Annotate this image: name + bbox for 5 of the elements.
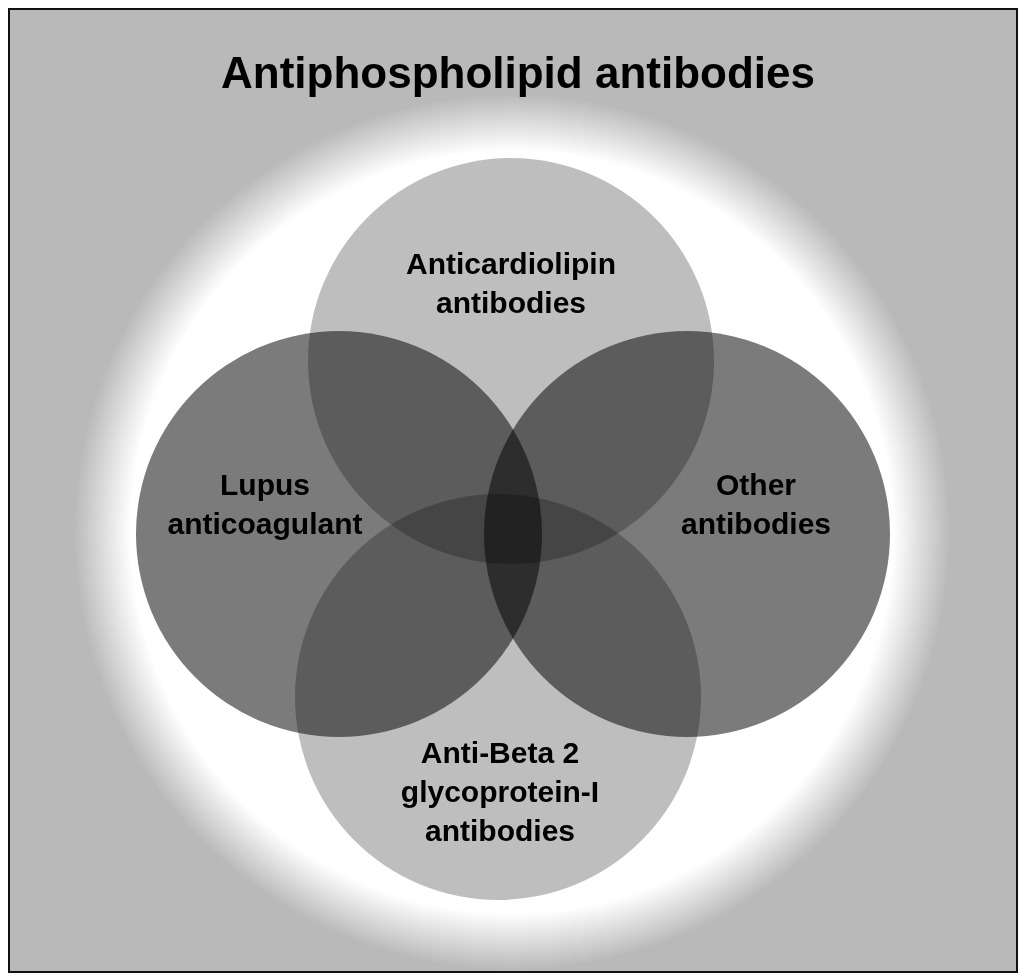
diagram-title: Antiphospholipid antibodies [220, 48, 816, 99]
circle-label: Anti-Beta 2 glycoprotein-I antibodies [399, 735, 601, 849]
circle-label: Other antibodies [680, 467, 832, 542]
circle-label: Anticardiolipin antibodies [405, 246, 617, 321]
circle-label: Lupus anticoagulant [166, 467, 364, 542]
